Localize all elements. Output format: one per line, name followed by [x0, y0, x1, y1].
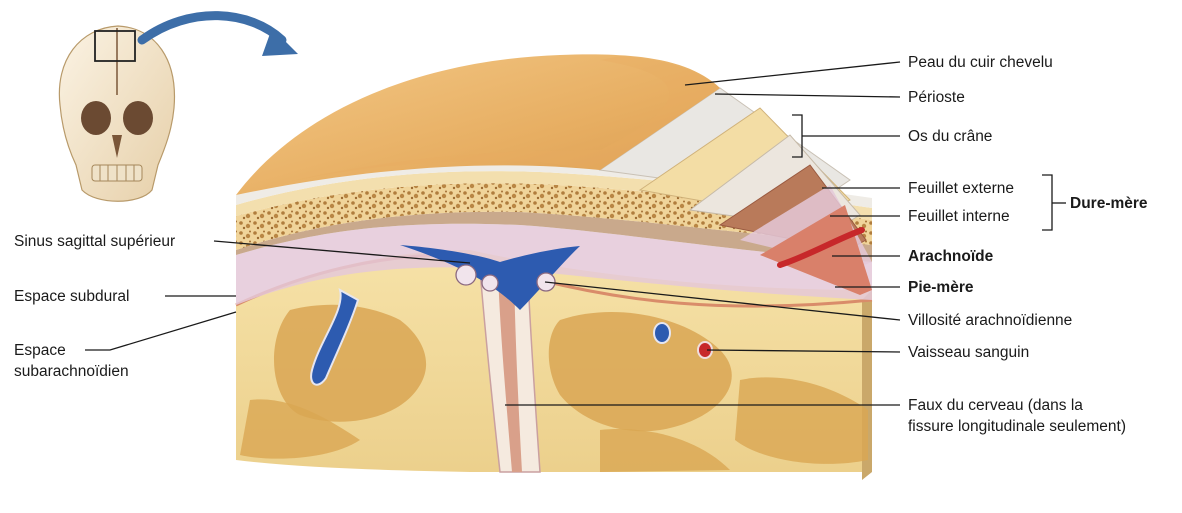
label-subarach-line1: Espace [14, 342, 66, 359]
label-os: Os du crâne [908, 128, 992, 145]
label-subdural: Espace subdural [14, 288, 129, 305]
label-villosite: Villosité arachnoïdienne [908, 312, 1072, 329]
skull-thumbnail [59, 26, 174, 201]
label-perioste: Périoste [908, 89, 965, 106]
label-feuillet-externe: Feuillet externe [908, 180, 1014, 197]
label-vaisseau: Vaisseau sanguin [908, 344, 1029, 361]
label-feuillet-interne: Feuillet interne [908, 208, 1010, 225]
label-sinus: Sinus sagittal supérieur [14, 233, 175, 250]
label-arachnoide: Arachnoïde [908, 248, 994, 265]
label-subarach-line2: subarachnoïdien [14, 363, 129, 380]
label-dure-mere: Dure-mère [1070, 195, 1148, 212]
zoom-arrow [142, 16, 298, 56]
label-faux-line2: fissure longitudinale seulement) [908, 418, 1126, 435]
meninges-block [236, 54, 872, 480]
label-peau: Peau du cuir chevelu [908, 54, 1053, 71]
label-faux-line1: Faux du cerveau (dans la [908, 397, 1083, 414]
label-pie-mere: Pie-mère [908, 279, 974, 296]
